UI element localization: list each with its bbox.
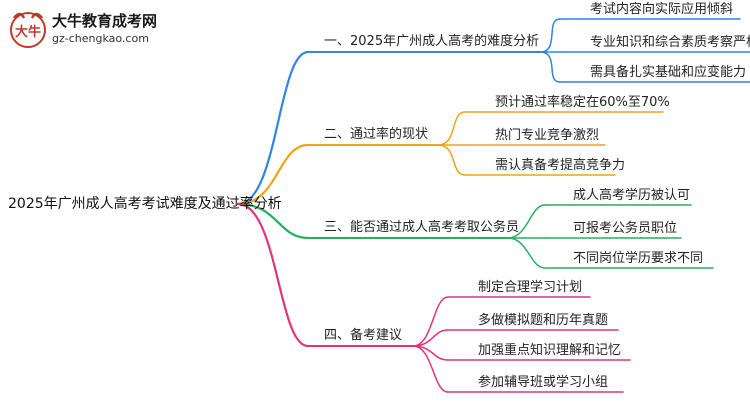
leaf-label: 成人高考学历被认可 <box>573 188 691 203</box>
logo-name: 大牛教育成考网 <box>52 12 158 30</box>
leaf-label: 参加辅导班或学习小组 <box>478 375 609 390</box>
leaf-connector <box>437 111 466 146</box>
branch-connector <box>236 143 310 206</box>
branch-label: 二、通过率的现状 <box>324 127 429 142</box>
leaf-label: 考试内容向实际应用倾斜 <box>590 2 734 17</box>
logo-mark: 大牛 <box>15 24 41 40</box>
branch-label: 三、能否通过成人高考考取公务员 <box>324 220 520 235</box>
leaf-label: 需具备扎实基础和应变能力 <box>590 65 747 80</box>
bull-logo-icon: 大牛 <box>10 12 46 48</box>
branch-label: 四、备考建议 <box>324 328 403 343</box>
logo-url: gz-chengkao.com <box>52 32 149 45</box>
leaf-connector <box>539 18 561 53</box>
leaf-connector <box>507 237 546 269</box>
leaf-label: 多做模拟题和历年真题 <box>478 313 609 328</box>
leaf-label: 可报考公务员职位 <box>573 221 678 236</box>
branch-label: 一、2025年广州成人高考的难度分析 <box>324 34 540 49</box>
leaf-label: 制定合理学习计划 <box>478 280 583 295</box>
leaf-connector <box>412 296 449 347</box>
leaf-connector <box>437 144 466 176</box>
leaf-label: 预计通过率稳定在60%至70% <box>495 95 670 110</box>
leaf-connector <box>539 51 561 83</box>
branch-connector <box>236 50 310 206</box>
leaf-label: 加强重点知识理解和记忆 <box>478 343 622 358</box>
leaf-connector <box>412 345 449 393</box>
branch-connector <box>236 202 310 348</box>
leaf-label: 需认真备考提高竞争力 <box>495 158 626 173</box>
root-topic: 2025年广州成人高考考试难度及通过率分析 <box>8 196 282 212</box>
leaf-connector <box>507 204 546 239</box>
leaf-label: 不同岗位学历要求不同 <box>573 251 704 266</box>
site-logo: 大牛 大牛教育成考网 gz-chengkao.com <box>8 8 183 54</box>
branch-connector <box>236 202 310 240</box>
leaf-label: 专业知识和综合素质考察严格 <box>590 35 750 50</box>
leaf-label: 热门专业竞争激烈 <box>495 128 600 143</box>
